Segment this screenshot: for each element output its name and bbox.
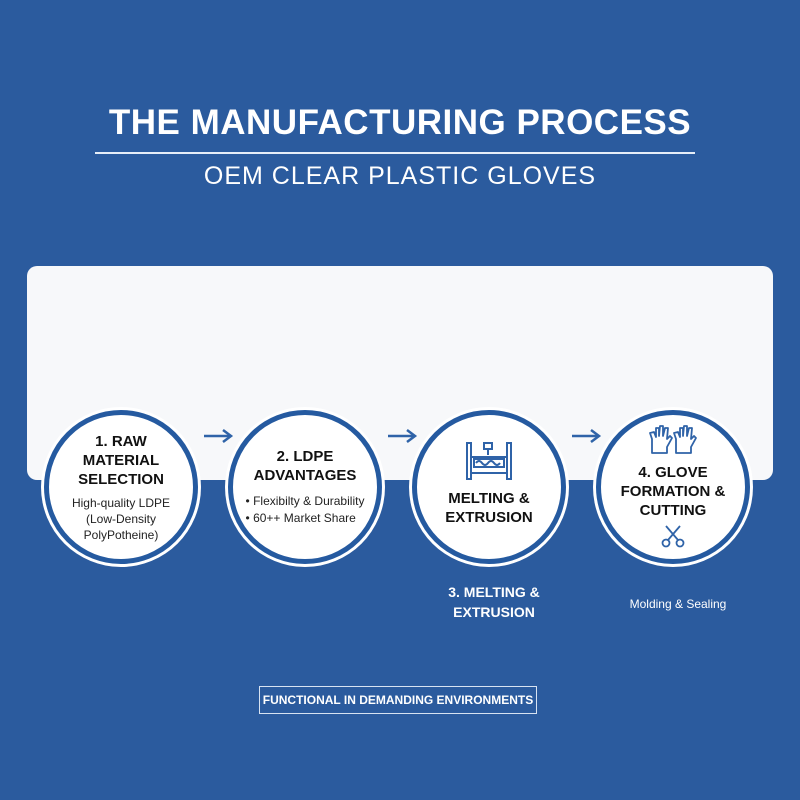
page-title: THE MANUFACTURING PROCESS	[108, 103, 692, 142]
step-1-title: 1. RAW MATERIAL SELECTION	[78, 432, 164, 488]
arrow-right-icon	[572, 429, 602, 443]
arrow-right-icon	[204, 429, 234, 443]
step-3-title: MELTING & EXTRUSION	[445, 490, 533, 526]
footer-banner: FUNCTIONAL IN DEMANDING ENVIRONMENTS	[259, 686, 537, 714]
step-4-circle: 4. GLOVE FORMATION & CUTTING	[596, 410, 750, 564]
step-3-circle: MELTING & EXTRUSION	[412, 410, 566, 564]
arrow-right-icon	[388, 429, 418, 443]
step-1-description: High-quality LDPE (Low-Density PolyPothe…	[71, 495, 171, 542]
step-2-bullet: Flexibilty & Durability	[246, 493, 364, 510]
title-divider	[95, 152, 695, 154]
step-2-title: 2. LDPE ADVANTAGES	[253, 448, 357, 484]
gloves-icon	[649, 424, 697, 454]
step-2-bullet: 60++ Market Share	[246, 510, 365, 527]
page-subtitle: OEM CLEAR PLASTIC GLOVES	[203, 162, 597, 190]
step-4-title: 4. GLOVE FORMATION & CUTTING	[620, 463, 726, 519]
scissors-icon	[661, 524, 685, 547]
step-4-caption: Molding & Sealing	[629, 597, 727, 611]
step-1-circle: 1. RAW MATERIAL SELECTION High-quality L…	[44, 410, 198, 564]
step-2-bullet-list: Flexibilty & Durability 60++ Market Shar…	[246, 493, 365, 527]
step-2-circle: 2. LDPE ADVANTAGES Flexibilty & Durabili…	[228, 410, 382, 564]
extruder-machine-icon	[466, 442, 512, 480]
step-3-caption: 3. MELTING & EXTRUSION	[448, 584, 540, 620]
